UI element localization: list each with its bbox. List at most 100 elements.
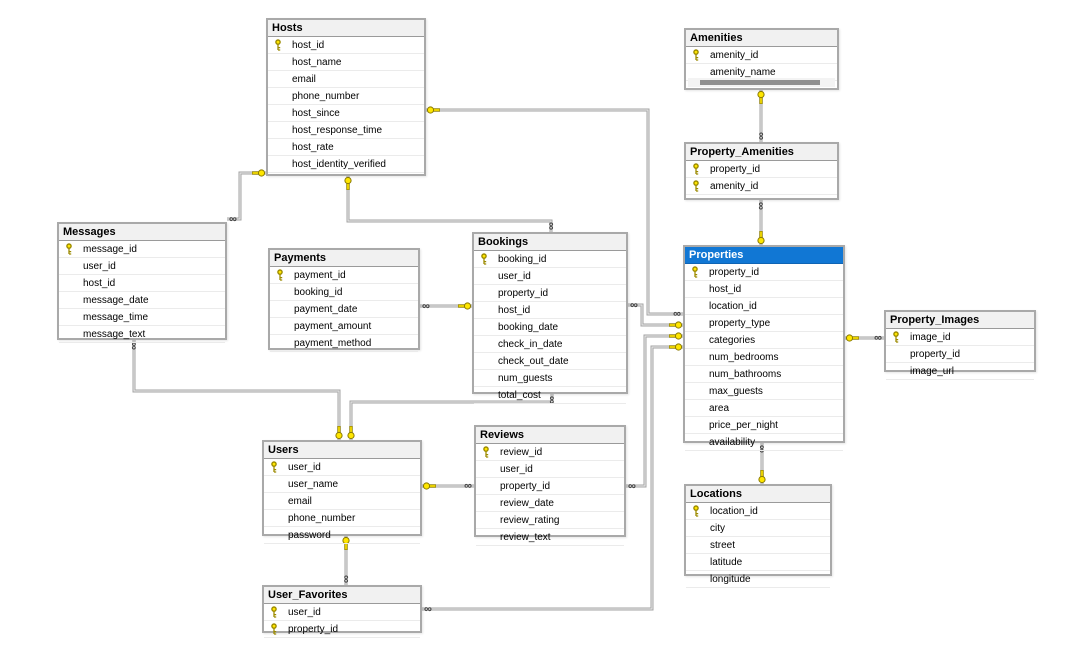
table-title-property_images[interactable]: Property_Images bbox=[886, 312, 1034, 329]
field-row[interactable]: payment_id bbox=[270, 267, 418, 284]
field-row[interactable]: user_id bbox=[264, 459, 420, 476]
field-row[interactable]: area bbox=[685, 400, 843, 417]
field-row[interactable]: host_id bbox=[474, 302, 626, 319]
field-row[interactable]: host_response_time bbox=[268, 122, 424, 139]
field-row[interactable]: price_per_night bbox=[685, 417, 843, 434]
table-title-property_amenities[interactable]: Property_Amenities bbox=[686, 144, 837, 161]
field-row[interactable]: booking_id bbox=[270, 284, 418, 301]
field-row[interactable]: phone_number bbox=[264, 510, 420, 527]
field-row[interactable]: street bbox=[686, 537, 830, 554]
field-row[interactable]: booking_id bbox=[474, 251, 626, 268]
relationship-bookings-payments[interactable]: ∞ bbox=[420, 300, 472, 312]
relationship-amenities-property_amenities[interactable]: ∞ bbox=[755, 90, 767, 142]
relationship-hosts-properties[interactable]: ∞ bbox=[426, 106, 683, 320]
relationship-properties-bookings[interactable]: ∞ bbox=[628, 299, 683, 329]
field-row[interactable]: amenity_id bbox=[686, 47, 837, 64]
field-row[interactable]: user_id bbox=[476, 461, 624, 478]
relationship-users-bookings[interactable]: ∞ bbox=[347, 394, 558, 440]
table-title-properties[interactable]: Properties bbox=[685, 247, 843, 264]
field-row[interactable]: location_id bbox=[685, 298, 843, 315]
field-row[interactable]: longitude bbox=[686, 571, 830, 588]
field-row[interactable]: property_id bbox=[886, 346, 1034, 363]
field-row[interactable]: message_date bbox=[59, 292, 225, 309]
field-row[interactable]: host_id bbox=[59, 275, 225, 292]
field-row[interactable]: booking_date bbox=[474, 319, 626, 336]
field-row[interactable]: message_id bbox=[59, 241, 225, 258]
field-row[interactable]: user_id bbox=[59, 258, 225, 275]
field-row[interactable]: image_id bbox=[886, 329, 1034, 346]
field-row[interactable]: categories bbox=[685, 332, 843, 349]
field-row[interactable]: review_text bbox=[476, 529, 624, 546]
field-row[interactable]: review_date bbox=[476, 495, 624, 512]
field-row[interactable]: user_name bbox=[264, 476, 420, 493]
field-row[interactable]: payment_amount bbox=[270, 318, 418, 335]
field-row[interactable]: location_id bbox=[686, 503, 830, 520]
field-row[interactable]: email bbox=[264, 493, 420, 510]
field-row[interactable]: password bbox=[264, 527, 420, 544]
field-row[interactable]: user_id bbox=[264, 604, 420, 621]
field-row[interactable]: property_id bbox=[476, 478, 624, 495]
table-title-hosts[interactable]: Hosts bbox=[268, 20, 424, 37]
field-row[interactable]: num_guests bbox=[474, 370, 626, 387]
field-row[interactable]: availability bbox=[685, 434, 843, 451]
field-row[interactable]: message_text bbox=[59, 326, 225, 343]
field-row[interactable]: host_since bbox=[268, 105, 424, 122]
field-row[interactable]: amenity_id bbox=[686, 178, 837, 195]
relationship-properties-property_images[interactable]: ∞ bbox=[845, 332, 884, 344]
relationship-locations-properties[interactable]: ∞ bbox=[756, 443, 768, 484]
table-title-bookings[interactable]: Bookings bbox=[474, 234, 626, 251]
field-row[interactable]: max_guests bbox=[685, 383, 843, 400]
relationship-hosts-messages[interactable]: ∞ bbox=[227, 169, 266, 225]
table-title-amenities[interactable]: Amenities bbox=[686, 30, 837, 47]
relationship-users-user_favorites[interactable]: ∞ bbox=[340, 536, 352, 585]
field-row[interactable]: property_id bbox=[264, 621, 420, 638]
field-row[interactable]: check_out_date bbox=[474, 353, 626, 370]
field-row[interactable]: message_time bbox=[59, 309, 225, 326]
field-row[interactable]: payment_date bbox=[270, 301, 418, 318]
table-title-payments[interactable]: Payments bbox=[270, 250, 418, 267]
table-title-user_favorites[interactable]: User_Favorites bbox=[264, 587, 420, 604]
field-row[interactable]: host_name bbox=[268, 54, 424, 71]
field-row[interactable]: host_id bbox=[685, 281, 843, 298]
relationship-properties-reviews[interactable]: ∞ bbox=[626, 332, 683, 492]
field-row[interactable]: property_id bbox=[686, 161, 837, 178]
field-row[interactable]: total_cost bbox=[474, 387, 626, 404]
field-row[interactable]: review_rating bbox=[476, 512, 624, 529]
field-row[interactable]: user_id bbox=[474, 268, 626, 285]
relationship-users-reviews[interactable]: ∞ bbox=[422, 480, 474, 492]
table-title-locations[interactable]: Locations bbox=[686, 486, 830, 503]
table-title-users[interactable]: Users bbox=[264, 442, 420, 459]
field-row[interactable]: host_rate bbox=[268, 139, 424, 156]
field-row[interactable]: payment_method bbox=[270, 335, 418, 352]
relationship-properties-user_favorites[interactable]: ∞ bbox=[422, 343, 683, 615]
relationship-hosts-bookings[interactable]: ∞ bbox=[344, 176, 557, 232]
field-row[interactable]: host_id bbox=[268, 37, 424, 54]
relationship-properties-property_amenities[interactable]: ∞ bbox=[755, 200, 767, 245]
field-row[interactable]: property_type bbox=[685, 315, 843, 332]
field-row[interactable]: check_in_date bbox=[474, 336, 626, 353]
field-row[interactable]: host_identity_verified bbox=[268, 156, 424, 173]
field-row[interactable]: num_bedrooms bbox=[685, 349, 843, 366]
horizontal-scrollbar[interactable] bbox=[688, 78, 835, 87]
scrollbar-thumb[interactable] bbox=[700, 80, 820, 85]
field-row[interactable]: email bbox=[268, 71, 424, 88]
field-row[interactable]: latitude bbox=[686, 554, 830, 571]
field-row[interactable]: review_id bbox=[476, 444, 624, 461]
field-row[interactable]: city bbox=[686, 520, 830, 537]
field-row[interactable]: image_url bbox=[886, 363, 1034, 380]
table-title-messages[interactable]: Messages bbox=[59, 224, 225, 241]
field-row[interactable]: property_id bbox=[685, 264, 843, 281]
relationship-users-messages[interactable]: ∞ bbox=[128, 340, 343, 440]
field-row[interactable]: num_bathrooms bbox=[685, 366, 843, 383]
